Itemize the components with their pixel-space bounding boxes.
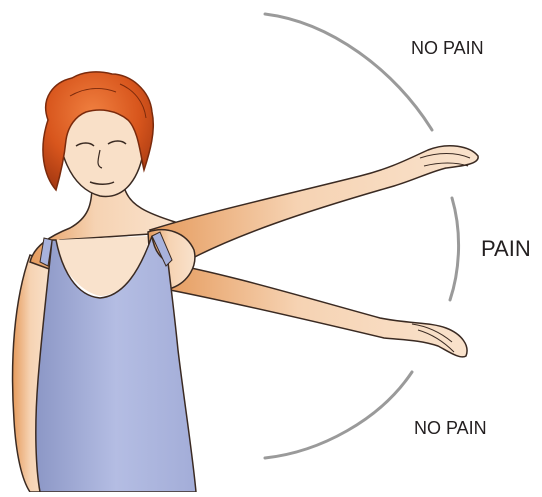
range-arc <box>265 14 459 458</box>
arc-middle-segment <box>450 198 459 300</box>
arc-lower-segment <box>265 372 412 458</box>
upper-arm <box>150 146 478 266</box>
label-no-pain-upper: NO PAIN <box>411 38 484 59</box>
label-no-pain-lower: NO PAIN <box>414 418 487 439</box>
lower-arm <box>160 262 467 357</box>
label-pain: PAIN <box>481 236 531 262</box>
arc-upper-segment <box>265 14 432 130</box>
